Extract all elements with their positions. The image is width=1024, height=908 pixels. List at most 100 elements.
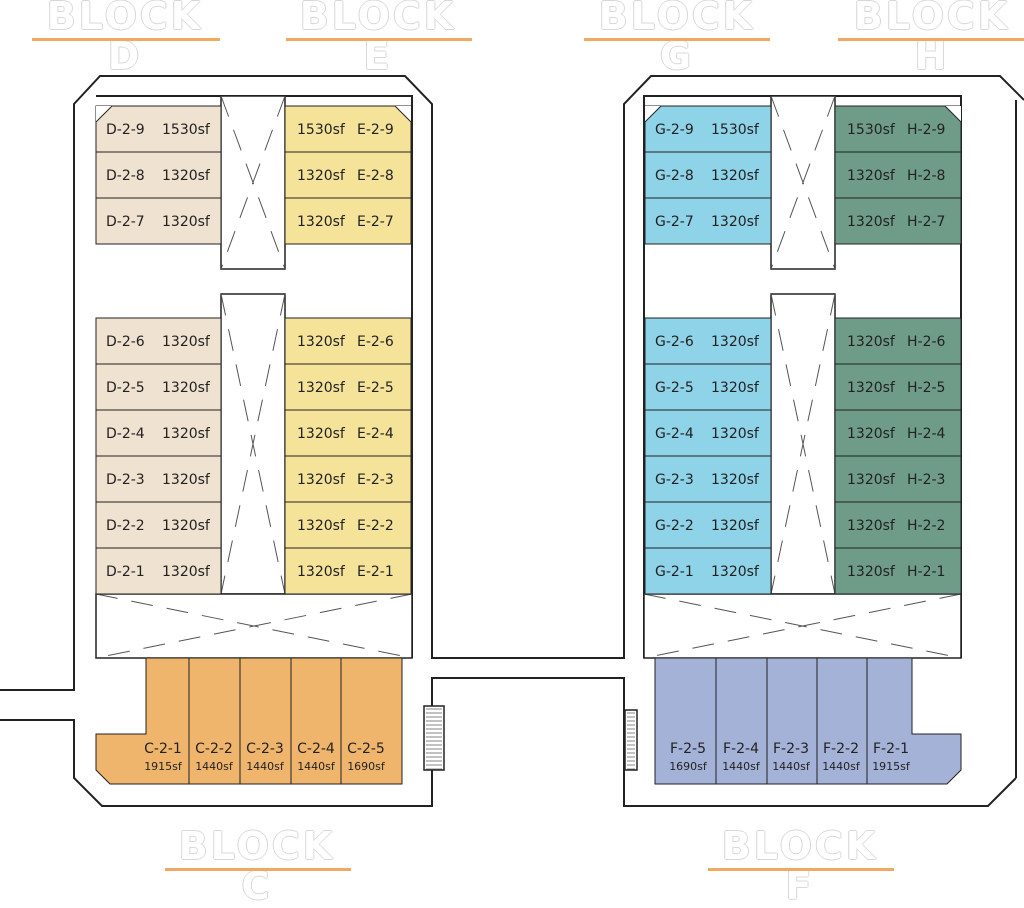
- unit-h-2-6: H-2-6 1320sf: [834, 317, 962, 365]
- unit-area: 1915sf: [144, 760, 183, 773]
- unit-area: 1440sf: [297, 760, 336, 773]
- unit-id: D-2-1: [106, 564, 145, 580]
- unit-area: 1320sf: [711, 214, 760, 230]
- block-label-c: BLOCK C: [178, 824, 336, 908]
- unit-id: E-2-2: [357, 518, 394, 534]
- unit-cell: [284, 409, 412, 457]
- unit-chamfer-edge: [394, 105, 412, 123]
- unit-area: 1530sf: [711, 122, 760, 138]
- unit-id: G-2-4: [655, 426, 694, 442]
- unit-id: C-2-1: [144, 741, 182, 757]
- unit-id: E-2-4: [357, 426, 394, 442]
- corridor-gh-upper: [770, 95, 836, 270]
- unit-cell: [95, 409, 222, 457]
- unit-area: 1320sf: [847, 168, 896, 184]
- unit-id: F-2-2: [823, 741, 859, 757]
- unit-id: F-2-1: [873, 741, 909, 757]
- corridor-gh-lower: [770, 293, 836, 595]
- unit-area: 1320sf: [847, 564, 896, 580]
- unit-area: 1320sf: [297, 334, 346, 350]
- unit-id: G-2-5: [655, 380, 694, 396]
- unit-h-2-4: H-2-4 1320sf: [834, 409, 962, 457]
- unit-cell: [95, 317, 222, 365]
- unit-cell: [284, 197, 412, 245]
- unit-id: E-2-5: [357, 380, 394, 396]
- unit-cell: [644, 363, 772, 411]
- block-f-underline: [708, 868, 894, 871]
- corridor-de-lower: [220, 293, 286, 595]
- unit-area: 1530sf: [297, 122, 346, 138]
- unit-area: 1320sf: [162, 380, 211, 396]
- unit-area: 1320sf: [297, 214, 346, 230]
- unit-id: D-2-6: [106, 334, 145, 350]
- unit-id: H-2-4: [907, 426, 946, 442]
- unit-area: 1440sf: [722, 760, 761, 773]
- unit-e-2-6: E-2-6 1320sf: [284, 317, 412, 365]
- unit-cell: [284, 317, 412, 365]
- unit-chamfer-edge: [644, 105, 662, 123]
- unit-cell: [644, 501, 772, 549]
- unit-area: 1530sf: [162, 122, 211, 138]
- unit-cell: [834, 547, 962, 595]
- unit-id: H-2-6: [907, 334, 946, 350]
- unit-area: 1320sf: [297, 518, 346, 534]
- block-c-shape: [95, 657, 403, 785]
- stair-left: [423, 705, 445, 771]
- block-c-underline: [165, 868, 351, 871]
- block-label-d: BLOCK D: [46, 0, 204, 78]
- unit-id: E-2-6: [357, 334, 394, 350]
- unit-area: 1320sf: [297, 168, 346, 184]
- unit-id: G-2-6: [655, 334, 694, 350]
- block-label-f: BLOCK F: [721, 824, 879, 908]
- unit-id: G-2-9: [655, 122, 694, 138]
- unit-cell: [834, 317, 962, 365]
- unit-area: 1320sf: [162, 214, 211, 230]
- unit-id: H-2-9: [907, 122, 945, 138]
- block-d-underline: [32, 38, 220, 41]
- block-h-underline: [838, 38, 1024, 41]
- unit-id: D-2-8: [106, 168, 145, 184]
- unit-id: G-2-8: [655, 168, 694, 184]
- unit-id: H-2-5: [907, 380, 945, 396]
- unit-id: D-2-5: [106, 380, 145, 396]
- unit-d-2-5: D-2-5 1320sf: [95, 363, 222, 411]
- unit-area: 1320sf: [847, 334, 896, 350]
- unit-chamfer-edge: [944, 105, 962, 123]
- unit-cell: [644, 455, 772, 503]
- unit-area: 1320sf: [711, 518, 760, 534]
- unit-area: 1320sf: [847, 426, 896, 442]
- unit-cell: [834, 455, 962, 503]
- unit-cell: [834, 105, 962, 153]
- unit-cell: [644, 197, 772, 245]
- unit-chamfer-edge: [95, 105, 113, 123]
- unit-area: 1915sf: [872, 760, 911, 773]
- unit-id: D-2-3: [106, 472, 145, 488]
- unit-e-2-2: E-2-2 1320sf: [284, 501, 412, 549]
- unit-cell: [284, 151, 412, 199]
- unit-cell: [644, 409, 772, 457]
- block-label-e: BLOCK E: [299, 0, 457, 78]
- unit-cell: [284, 105, 412, 153]
- block-f-shape: [654, 657, 962, 785]
- unit-cell: [95, 547, 222, 595]
- unit-area: 1320sf: [297, 472, 346, 488]
- unit-area: 1320sf: [162, 426, 211, 442]
- unit-cell: [95, 197, 222, 245]
- unit-id: C-2-3: [246, 741, 284, 757]
